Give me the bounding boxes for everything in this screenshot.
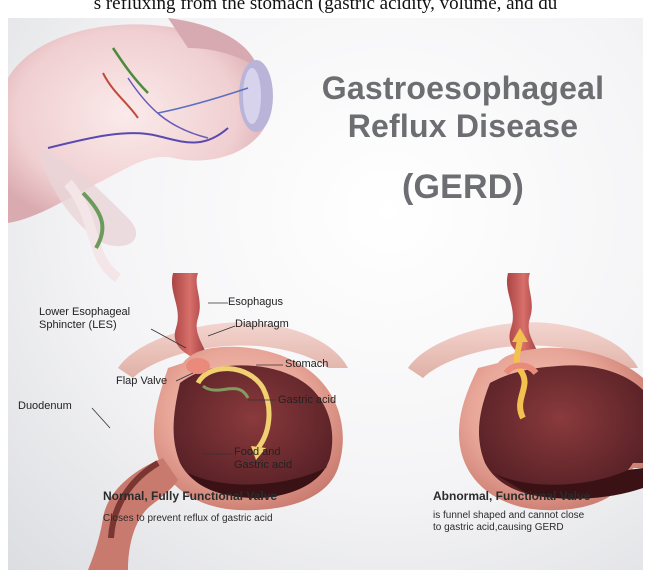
label-diaphragm: Diaphragm <box>235 318 289 331</box>
label-flap-valve: Flap Valve <box>116 375 167 388</box>
normal-valve-description: Closes to prevent reflux of gastric acid <box>103 513 273 525</box>
abnormal-stomach-diagram <box>408 273 643 510</box>
label-food-line1: Food and <box>234 446 280 459</box>
abnormal-valve-description-line2: to gastric acid,causing GERD <box>433 522 564 534</box>
title-line-2: Reflux Disease <box>273 108 643 145</box>
anatomy-stomach-illustration <box>8 18 273 278</box>
label-gastric-acid: Gastric acid <box>278 394 336 407</box>
label-stomach: Stomach <box>285 358 328 371</box>
top-caption-text: s refluxing from the stomach (gastric ac… <box>0 0 651 16</box>
label-esophagus: Esophagus <box>228 296 283 309</box>
label-food-line2: Gastric acid <box>234 459 292 472</box>
normal-valve-title: Normal, Fully Functional Valve <box>103 489 277 503</box>
gerd-illustration: Gastroesophageal Reflux Disease (GERD) E… <box>8 18 643 570</box>
title-line-1: Gastroesophageal <box>273 70 643 107</box>
abnormal-valve-description-line1: is funnel shaped and cannot close <box>433 510 584 522</box>
label-duodenum: Duodenum <box>18 400 72 413</box>
abnormal-valve-title: Abnormal, Functional Valve <box>433 489 590 503</box>
label-les-line1: Lower Esophageal <box>39 306 130 319</box>
title-line-3: (GERD) <box>273 168 643 207</box>
label-les-line2: Sphincter (LES) <box>39 319 117 332</box>
